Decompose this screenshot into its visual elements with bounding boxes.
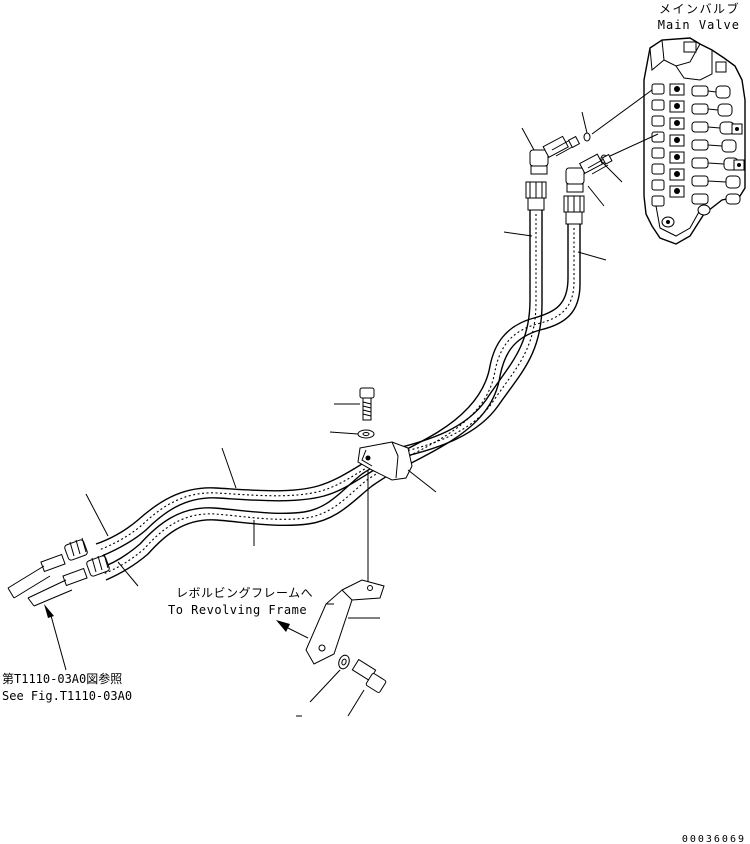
valve-spool-rows bbox=[651, 83, 745, 207]
hose-a bbox=[95, 210, 543, 557]
elbow-fitting-upper bbox=[521, 127, 581, 175]
valve-port-leader-lower bbox=[609, 133, 659, 157]
bolt-lower bbox=[347, 658, 387, 717]
hose-fitting-top-a bbox=[525, 181, 547, 211]
revolving-frame-arrow bbox=[276, 620, 309, 639]
main-valve-label-en: Main Valve bbox=[658, 18, 740, 32]
bolt-upper bbox=[334, 387, 375, 421]
revolving-frame-label-jp: レボルビングフレームへ bbox=[176, 586, 313, 600]
washer-lower bbox=[309, 654, 350, 703]
hose-end-fitting-b bbox=[27, 553, 110, 607]
hose-clamp bbox=[357, 441, 413, 481]
main-valve-label-jp: メインバルブ bbox=[659, 1, 740, 16]
figure-number: 00036069 bbox=[682, 834, 746, 844]
valve-port-leader-upper bbox=[591, 89, 653, 135]
o-ring-upper bbox=[583, 132, 591, 142]
see-fig-label-en: See Fig.T1110-03A0 bbox=[2, 689, 132, 703]
main-valve bbox=[643, 37, 746, 245]
hose-fitting-top-b bbox=[563, 195, 585, 225]
washer-upper bbox=[329, 429, 375, 439]
elbow-fitting-lower bbox=[565, 153, 613, 207]
revolving-frame-label-en: To Revolving Frame bbox=[168, 603, 307, 617]
see-fig-arrow bbox=[44, 604, 67, 671]
hose-b bbox=[99, 224, 581, 581]
bracket bbox=[305, 579, 385, 665]
see-fig-label-jp: 第T1110-03A0図参照 bbox=[2, 671, 122, 686]
hose-end-fitting-a bbox=[7, 537, 88, 599]
